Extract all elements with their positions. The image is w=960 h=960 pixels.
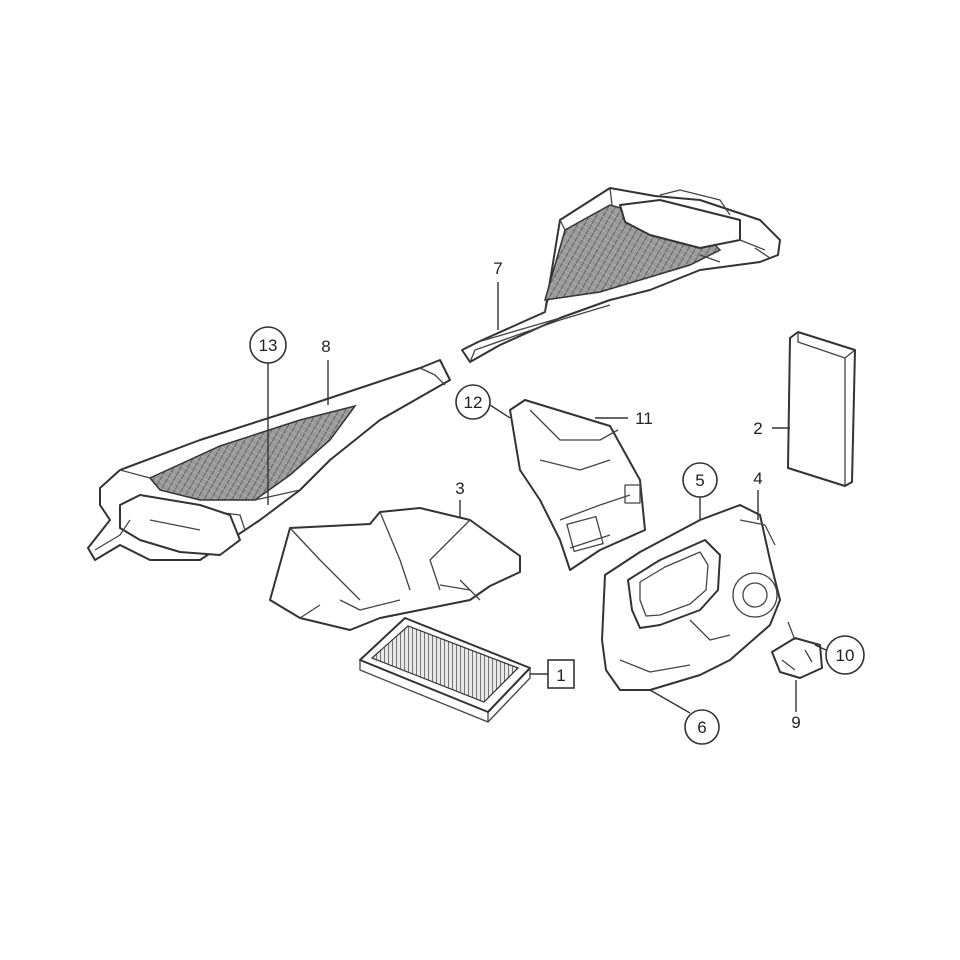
leader-6 xyxy=(649,689,691,714)
callout-8: 8 xyxy=(321,337,330,356)
callout-badges xyxy=(249,326,865,745)
callout-6-circle xyxy=(684,709,720,745)
part-1-cabin-filter xyxy=(359,617,531,723)
part-9-10-actuator xyxy=(771,621,823,679)
callout-1-box xyxy=(547,659,575,689)
callout-5: 5 xyxy=(695,471,704,490)
part-11-air-duct xyxy=(509,399,646,571)
callout-13: 13 xyxy=(259,336,278,355)
part-8-left-cowl-panel xyxy=(87,359,451,561)
callout-6: 6 xyxy=(697,718,706,737)
leader-10 xyxy=(814,644,827,651)
part-7-right-cowl-panel xyxy=(461,187,781,363)
callout-10: 10 xyxy=(836,646,855,665)
callout-5-circle xyxy=(682,462,718,498)
callout-3: 3 xyxy=(455,479,464,498)
callout-9: 9 xyxy=(791,713,800,732)
callout-12-circle xyxy=(455,384,491,420)
callout-7: 7 xyxy=(493,259,502,278)
callout-13-circle xyxy=(249,326,287,364)
callout-labels: 1 2 3 4 5 6 7 8 9 10 11 12 13 xyxy=(259,259,855,737)
callout-10-circle xyxy=(825,635,865,675)
part-4-5-6-housing-frame xyxy=(601,504,781,691)
callout-2: 2 xyxy=(753,419,762,438)
callout-4: 4 xyxy=(753,469,762,488)
callout-1: 1 xyxy=(556,666,565,685)
part-2-filter-panel xyxy=(787,331,856,487)
callout-12: 12 xyxy=(464,393,483,412)
callout-11: 11 xyxy=(635,409,653,428)
leader-lines xyxy=(267,282,827,714)
leader-12 xyxy=(489,404,511,419)
part-3-housing-cover xyxy=(269,507,521,631)
